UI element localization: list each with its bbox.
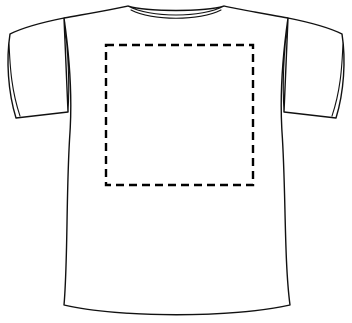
left-sleeve [8, 18, 68, 118]
right-sleeve [284, 18, 344, 118]
shirt-body [64, 6, 290, 315]
